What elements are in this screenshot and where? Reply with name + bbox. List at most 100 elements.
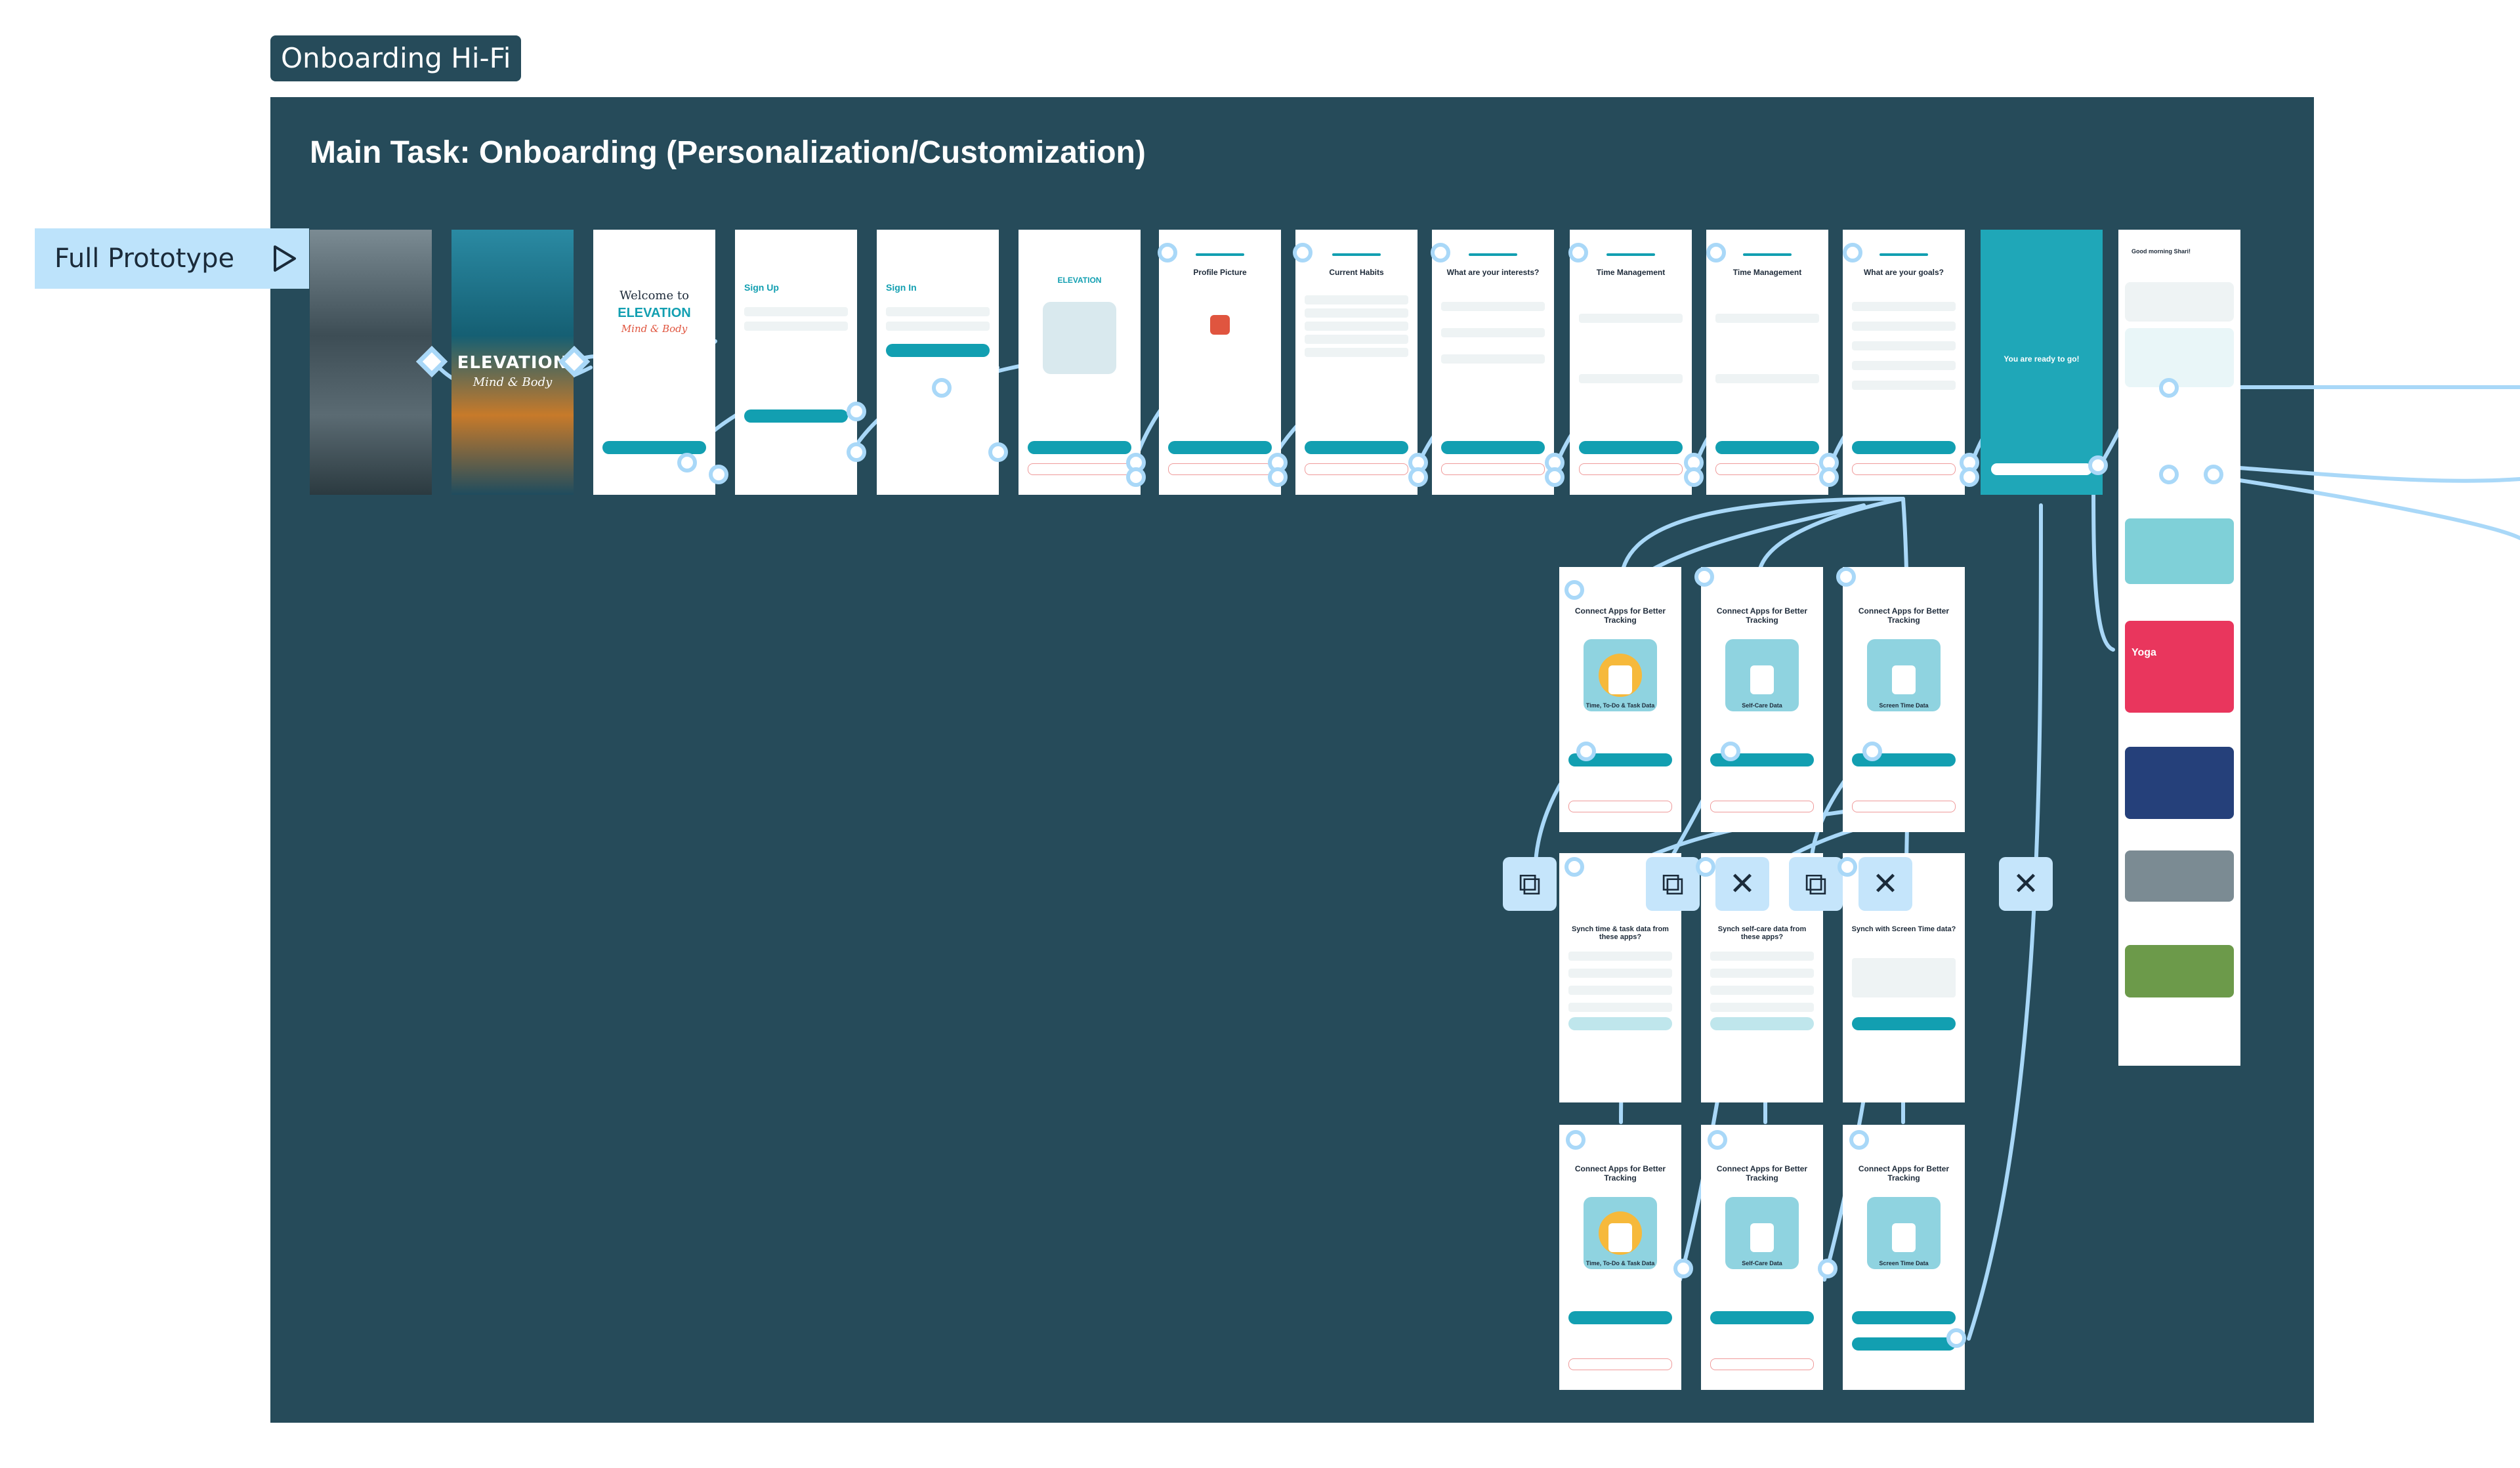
screen-sign-in[interactable]: Sign In [877,230,999,495]
allow-button[interactable] [1568,1017,1672,1030]
screen-connect-apps-self-care[interactable]: Connect Apps for Better Tracking Self-Ca… [1701,567,1823,832]
family-hours-slider[interactable] [1715,314,1819,323]
flow-node[interactable] [1564,857,1584,877]
flow-node[interactable] [847,402,866,421]
screen-home[interactable]: Good morning Shari! Yoga [2118,230,2240,1066]
goal-option[interactable] [1852,302,1956,311]
connected-button[interactable] [1852,1311,1956,1324]
screen-goals[interactable]: What are your goals? [1843,230,1965,495]
interest-grid[interactable] [1441,328,1545,337]
screen-profile-picture[interactable]: Profile Picture [1159,230,1281,495]
interest-grid[interactable] [1441,302,1545,311]
close-icon[interactable]: ✕ [1999,857,2053,911]
full-prototype-button[interactable]: Full Prototype [35,228,309,289]
begin-journey-button[interactable] [1028,441,1131,454]
allow-button[interactable] [1852,1017,1956,1030]
goal-option[interactable] [1852,341,1956,350]
connect-device-icon[interactable]: ⧉ [1789,857,1843,911]
connect-device-icon[interactable]: ⧉ [1646,857,1700,911]
screen-ready[interactable]: You are ready to go! [1981,230,2103,495]
flow-node[interactable] [2159,378,2179,398]
flow-node[interactable] [1819,467,1839,487]
goal-option[interactable] [1852,381,1956,390]
screen-splash-stones[interactable] [310,230,432,495]
screen-time-management-2[interactable]: Time Management [1706,230,1828,495]
mobile-device-icon[interactable]: ⧉ [1503,857,1557,911]
flow-node[interactable] [1843,243,1862,262]
screen-intro[interactable]: ELEVATION [1018,230,1141,495]
get-started-button[interactable] [602,441,706,454]
interest-grid[interactable] [1441,354,1545,364]
flow-node[interactable] [1838,857,1857,877]
flow-node[interactable] [988,442,1008,462]
app-toggle-row[interactable] [1568,952,1672,961]
close-icon[interactable]: ✕ [1715,857,1769,911]
flow-node[interactable] [1836,567,1856,587]
flow-node[interactable] [1694,567,1714,587]
skip-button[interactable] [1710,1358,1814,1370]
skip-button[interactable] [1305,463,1408,475]
flow-node[interactable] [1408,467,1428,487]
sign-up-button[interactable] [744,409,848,423]
app-toggle-row[interactable] [1710,1003,1814,1012]
connected-button[interactable] [1710,1311,1814,1324]
flow-node[interactable] [1545,467,1564,487]
app-toggle-row[interactable] [1568,969,1672,978]
app-toggle-row[interactable] [1710,952,1814,961]
flow-node[interactable] [1568,243,1588,262]
flow-node[interactable] [1706,243,1726,262]
skip-button[interactable] [1852,801,1956,812]
flow-node[interactable] [1684,467,1704,487]
screen-welcome[interactable]: Welcome to ELEVATION Mind & Body [593,230,715,495]
password-field[interactable] [886,322,990,331]
flow-node[interactable] [1818,1259,1838,1278]
screen-connect-apps-screen-time[interactable]: Connect Apps for Better Tracking Screen … [1843,567,1965,832]
flow-node[interactable] [1696,857,1715,877]
flow-node[interactable] [1946,1328,1966,1348]
goal-option[interactable] [1852,322,1956,331]
family-hours-slider[interactable] [1579,374,1683,383]
flow-node[interactable] [1862,742,1882,761]
habit-option[interactable] [1305,348,1408,357]
flow-node[interactable] [677,453,697,472]
flow-node[interactable] [1576,742,1596,761]
work-hours-slider[interactable] [1579,314,1683,323]
next-button[interactable] [1579,441,1683,454]
email-field[interactable] [744,307,848,316]
flow-node[interactable] [1721,742,1740,761]
habit-option[interactable] [1305,335,1408,344]
sleep-story-card[interactable] [2125,747,2234,819]
app-toggle-row[interactable] [1568,1003,1672,1012]
screen-sign-up[interactable]: Sign Up [735,230,857,495]
flow-node[interactable] [1268,467,1288,487]
skip-button[interactable] [1168,463,1272,475]
flow-node[interactable] [2159,465,2179,484]
skip-button[interactable] [1852,463,1956,475]
habit-option[interactable] [1305,322,1408,331]
flow-node[interactable] [1126,467,1146,487]
sign-in-button[interactable] [886,344,990,357]
habit-option[interactable] [1305,308,1408,318]
email-field[interactable] [886,307,990,316]
self-care-tip-card[interactable] [2125,518,2234,584]
flow-node[interactable] [1566,1130,1586,1150]
stress-article-card[interactable] [2125,850,2234,902]
screen-time-management-1[interactable]: Time Management [1570,230,1692,495]
explore-button[interactable] [1991,463,2092,475]
flow-node[interactable] [2088,455,2108,475]
skip-button[interactable] [1568,801,1672,812]
flow-node[interactable] [1960,467,1979,487]
stress-article-card[interactable] [2125,945,2234,997]
progress-card[interactable] [2125,328,2234,387]
app-toggle-row[interactable] [1710,986,1814,995]
flow-node[interactable] [1708,1130,1727,1150]
connected-button[interactable] [1568,1311,1672,1324]
flow-node[interactable] [709,465,728,484]
app-toggle-row[interactable] [1568,986,1672,995]
skip-button[interactable] [1441,463,1545,475]
goal-option[interactable] [1852,361,1956,370]
camera-icon[interactable] [1210,315,1230,335]
skip-button[interactable] [1710,801,1814,812]
done-button[interactable] [1852,1337,1956,1351]
next-button[interactable] [1168,441,1272,454]
